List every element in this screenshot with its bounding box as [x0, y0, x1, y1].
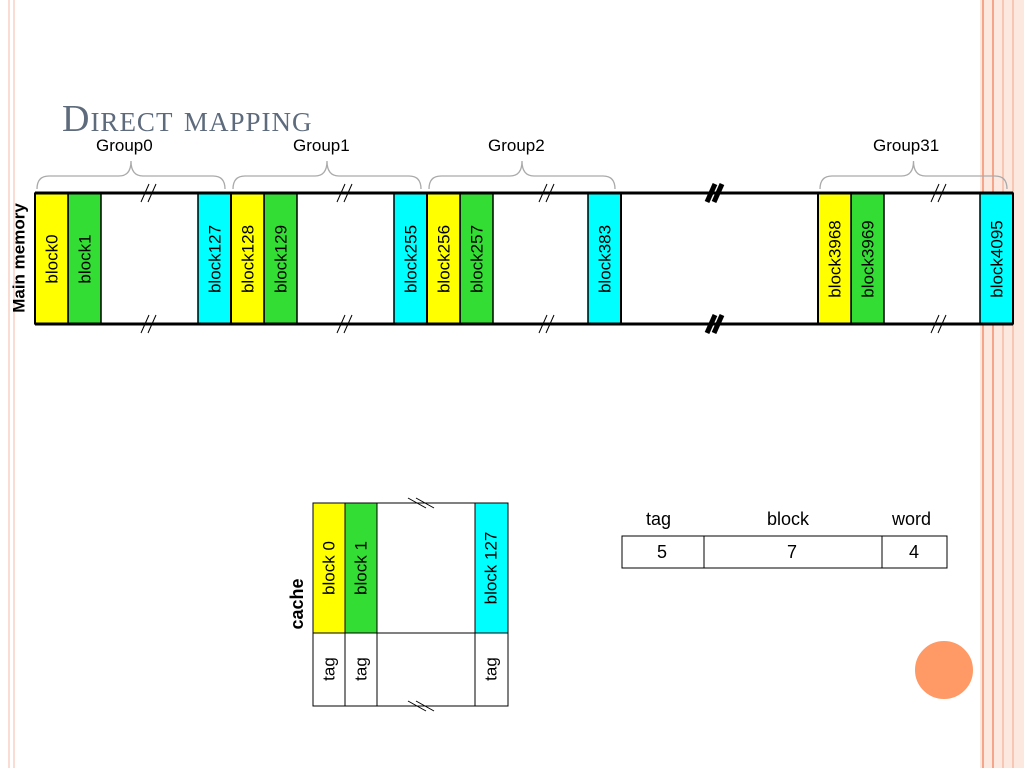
- right-border-band: [980, 0, 1024, 768]
- break-mark: [937, 314, 947, 334]
- break-mark: [343, 183, 353, 203]
- group-brace: [428, 160, 616, 190]
- memory-block-label: block1: [75, 233, 94, 284]
- address-field-tag-bits: 5: [657, 542, 668, 562]
- break-mark: [140, 314, 150, 334]
- break-mark: [704, 313, 718, 335]
- break-mark: [937, 183, 947, 203]
- memory-block-cell: [197, 192, 232, 325]
- group-label-2: Group2: [488, 136, 545, 155]
- memory-block-label: block383: [595, 224, 614, 293]
- cache-tag-label-127: tag: [481, 657, 501, 681]
- cache-line-label-0: block 0: [319, 541, 339, 595]
- break-mark: [704, 182, 718, 204]
- group-brace: [232, 160, 422, 190]
- break-mark: [147, 314, 157, 334]
- address-field-block-name: block: [767, 509, 810, 529]
- cache-line-label-1: block 1: [351, 541, 371, 595]
- cache-label: cache: [287, 578, 307, 630]
- cache-line-1: [344, 502, 378, 634]
- cache-line-label-127: block 127: [481, 531, 501, 605]
- cache-break-marks: [407, 497, 435, 712]
- break-mark: [140, 183, 150, 203]
- memory-block-label: block255: [401, 224, 420, 293]
- break-marks: [140, 182, 947, 335]
- address-field-tag-name: tag: [646, 509, 672, 529]
- break-mark: [545, 183, 555, 203]
- memory-block-label: block129: [271, 224, 290, 293]
- slide-border: [8, 0, 1024, 768]
- memory-block-label: block257: [467, 224, 486, 293]
- group-braces: [36, 160, 1008, 190]
- memory-block-label: block128: [238, 224, 257, 293]
- memory-block-label: block3969: [858, 219, 877, 298]
- memory-block-label: block256: [434, 224, 453, 293]
- memory-block-label: block4095: [987, 219, 1006, 298]
- break-mark: [930, 183, 940, 203]
- break-mark: [343, 314, 353, 334]
- group-label-31: Group31: [873, 136, 940, 155]
- memory-block-cell: [230, 192, 265, 325]
- cache-tag-1: [344, 632, 378, 707]
- slide-title: Direct mapping: [62, 98, 313, 140]
- cache-diagram: [312, 497, 509, 712]
- break-mark: [538, 183, 548, 203]
- break-mark: [147, 183, 157, 203]
- memory-block-label: block3968: [825, 219, 844, 298]
- cache-tag-0: [312, 632, 346, 707]
- address-field-block-bits: 7: [787, 542, 798, 562]
- break-mark: [336, 314, 346, 334]
- cache-tag-label-1: tag: [351, 657, 371, 681]
- break-mark: [711, 313, 725, 335]
- decor-circle: [913, 639, 975, 701]
- memory-block-label: block127: [205, 224, 224, 293]
- memory-block-label: block0: [42, 233, 61, 284]
- group-brace: [36, 160, 226, 190]
- group-brace: [819, 160, 1008, 190]
- main-memory-strip: [34, 191, 1014, 326]
- group-label-0: Group0: [96, 136, 153, 155]
- break-mark: [930, 314, 940, 334]
- memory-block-cell: [34, 192, 69, 325]
- break-mark: [336, 183, 346, 203]
- cache-tag-127: [474, 632, 509, 707]
- break-mark: [538, 314, 548, 334]
- address-field-word-bits: 4: [909, 542, 920, 562]
- address-format-table: [621, 535, 948, 569]
- cache-tag-label-0: tag: [319, 657, 339, 681]
- main-memory-label: Main memory: [9, 203, 29, 313]
- address-field-word-name: word: [892, 509, 932, 529]
- break-mark: [545, 314, 555, 334]
- group-label-1: Group1: [293, 136, 350, 155]
- break-mark: [711, 182, 725, 204]
